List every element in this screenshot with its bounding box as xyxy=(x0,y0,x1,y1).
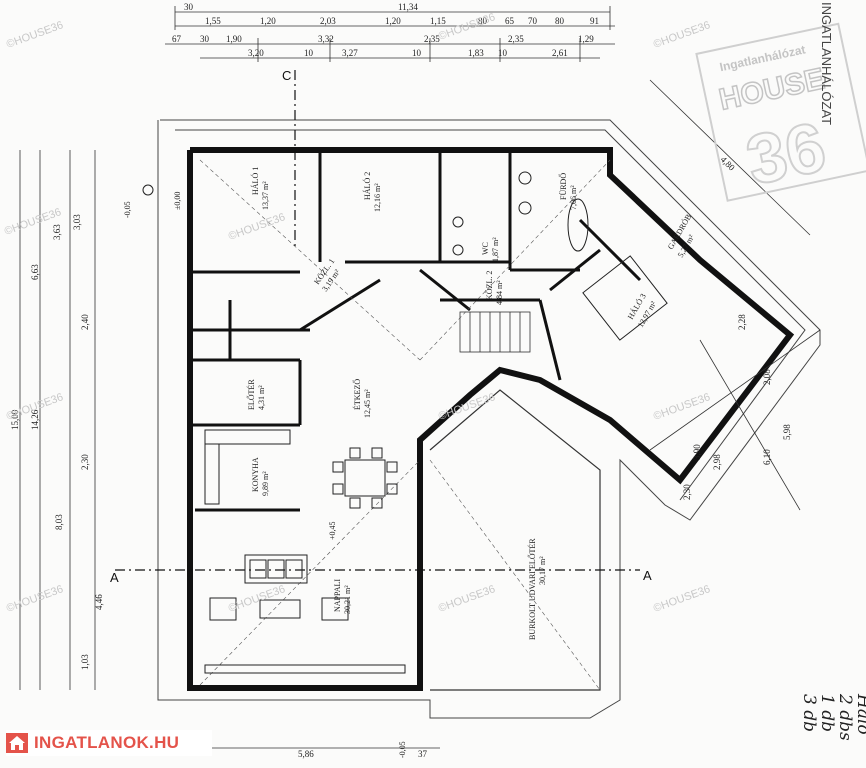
dim-right-7: 2,30 xyxy=(682,484,692,500)
room-terrace-area: 30,17 m² xyxy=(538,556,547,585)
dim-r4-4: 10 xyxy=(412,48,422,58)
dim-r2-16: 91 xyxy=(590,16,599,26)
room-eloter-name: ELŐTÉR xyxy=(246,379,256,410)
dim-right-6: 6,10 xyxy=(762,449,772,465)
room-nappali-area: 30,21 m² xyxy=(343,585,352,614)
room-furdo-area: 7,06 m² xyxy=(569,185,578,210)
room-nappali-name: NAPPALI xyxy=(333,579,342,612)
dim-left-8: 2,30 xyxy=(80,454,90,470)
dim-left-6: 14,26 xyxy=(30,409,40,430)
dim-r2-12: 65 xyxy=(505,16,515,26)
dim-r4-2: 10 xyxy=(304,48,314,58)
dim-left-1: 3,03 xyxy=(72,214,82,230)
room-konyha-area: 9,89 m² xyxy=(261,471,270,496)
note-line-2: 2 dbs xyxy=(835,693,855,741)
dim-r4-6: 10 xyxy=(498,48,508,58)
room-konyha-name: KONYHA xyxy=(251,457,260,492)
room-eloter-area: 4,31 m² xyxy=(257,385,266,410)
ridge-lines xyxy=(199,159,611,691)
dim-r3-2: 30 xyxy=(200,34,210,44)
ingatlanok-brand: INGATLANOK.HU xyxy=(6,730,212,756)
dim-r3-7: 1,29 xyxy=(578,34,594,44)
dim-r2-7: 1,20 xyxy=(385,16,401,26)
section-a-right: A xyxy=(643,568,652,583)
interior-walls xyxy=(190,150,642,512)
side-text: INGATLANHÁLÓZAT xyxy=(819,2,834,125)
dim-r2-5: 2,03 xyxy=(320,16,336,26)
stamp-number: 36 xyxy=(740,107,832,199)
room-etkezo-area: 12,45 m² xyxy=(363,389,372,418)
elev-main: ±0,00 xyxy=(173,192,182,210)
room-halo2-name: HÁLÓ 2 xyxy=(362,172,372,200)
note-line-1: Hálo xyxy=(853,693,866,735)
dim-r3-6: 2,35 xyxy=(508,34,524,44)
brand-text: INGATLANOK.HU xyxy=(34,733,180,752)
stairs xyxy=(459,311,531,353)
elev-outside: -0,05 xyxy=(123,201,132,218)
handwritten-notes: Hálo 2 dbs 1 db 3 db xyxy=(799,693,866,741)
top-dimension-lines xyxy=(165,6,615,62)
elevation-markers: ±0,00 -0,05 +0,45 -0,05 xyxy=(123,184,407,758)
room-halo2-area: 12,16 m² xyxy=(373,183,382,212)
dim-right-3: 2,08 xyxy=(762,369,772,385)
note-line-4: 3 db xyxy=(799,694,819,732)
dim-r3-3: 1,90 xyxy=(226,34,242,44)
room-furdo-name: FÜRDŐ xyxy=(558,173,568,200)
section-a-left: A xyxy=(110,570,119,585)
dim-r3-5: 2,35 xyxy=(424,34,440,44)
room-etkezo-name: ÉTKEZŐ xyxy=(352,379,362,410)
dim-left-10: 1,03 xyxy=(80,654,90,670)
dim-r2-11: 80 xyxy=(478,16,488,26)
room-kozl2-area: 4,84 m² xyxy=(495,280,504,305)
room-wc-area: 1,87 m² xyxy=(491,237,500,262)
furniture xyxy=(204,171,668,674)
room-halo1-area: 13,37 m² xyxy=(261,181,270,210)
room-wc-name: WC xyxy=(481,242,490,255)
section-lines xyxy=(115,70,640,571)
dim-r2-9: 1,15 xyxy=(430,16,446,26)
dim-r4-3: 3,27 xyxy=(342,48,358,58)
dim-bottom-2: 37 xyxy=(418,749,428,759)
dim-right-8: 5,98 xyxy=(782,424,792,440)
dim-left-3: 6,63 xyxy=(30,264,40,280)
elev-floor: +0,45 xyxy=(328,521,337,540)
dim-top-1: 30 xyxy=(184,2,194,12)
dim-left-7: 8,03 xyxy=(54,514,64,530)
dim-r4-5: 1,83 xyxy=(468,48,484,58)
dim-left-4: 2,40 xyxy=(80,314,90,330)
dim-r2-13: 70 xyxy=(528,16,538,26)
terrace-outline xyxy=(429,389,601,691)
dim-r4-1: 3,20 xyxy=(248,48,264,58)
room-halo1-name: HÁLÓ 1 xyxy=(250,167,260,195)
dim-r4-7: 2,61 xyxy=(552,48,568,58)
dim-r2-1: 1,55 xyxy=(205,16,221,26)
note-line-3: 1 db xyxy=(817,694,837,732)
dim-r2-14: 80 xyxy=(555,16,565,26)
roof-outline xyxy=(157,119,821,719)
dim-right-4: 3,90 xyxy=(692,444,702,460)
dim-left-9: 4,46 xyxy=(94,594,104,610)
dim-right-5: 2,98 xyxy=(712,454,722,470)
dim-left-2: 3,63 xyxy=(52,224,62,240)
dim-left-5: 15,00 xyxy=(10,409,20,430)
left-dimension-lines xyxy=(19,150,96,690)
house-logo-icon xyxy=(6,733,28,753)
room-kozl2-name: KÖZL. 2 xyxy=(485,271,494,300)
dim-r2-3: 1,20 xyxy=(260,16,276,26)
room-terrace-name: BURKOLT UDVARI ELŐTÉR xyxy=(527,538,537,640)
section-c: C xyxy=(282,68,291,83)
dim-r3-1: 67 xyxy=(172,34,182,44)
elev-bottom: -0,05 xyxy=(398,741,407,758)
dim-r3-4: 3,32 xyxy=(318,34,334,44)
exterior-walls xyxy=(187,147,795,691)
right-dimension-lines xyxy=(649,79,821,511)
dim-bottom-1: 5,86 xyxy=(298,749,314,759)
dim-top-2: 11,34 xyxy=(398,2,418,12)
dim-right-2: 2,28 xyxy=(737,314,747,330)
